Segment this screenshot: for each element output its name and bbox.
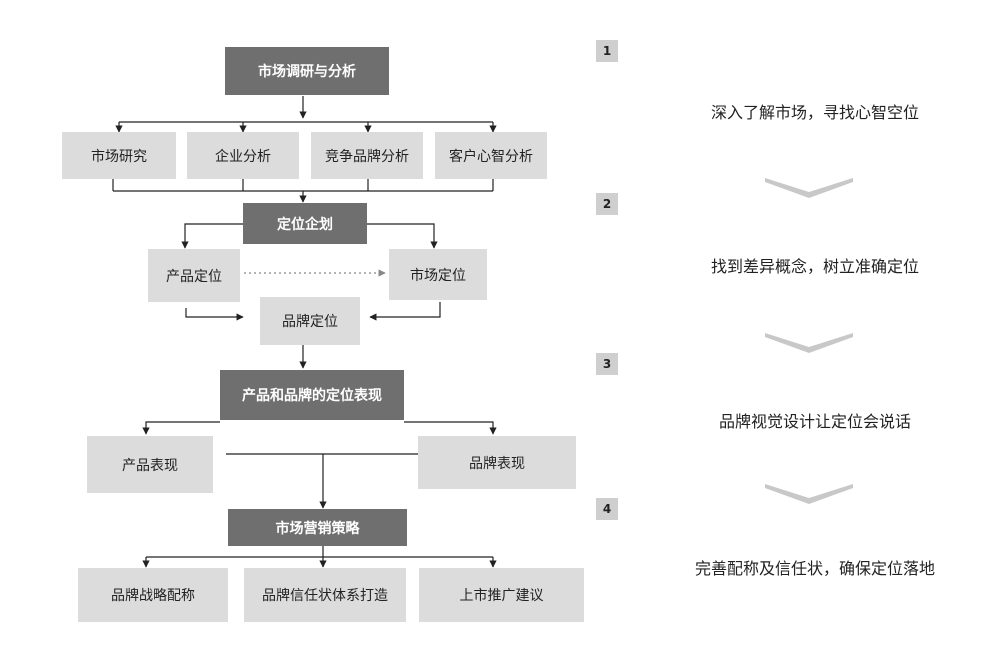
research-box-3: 竞争品牌分析 (311, 132, 423, 179)
product-expression-label: 产品表现 (122, 457, 178, 474)
arrow-to-market-positioning (367, 223, 438, 249)
step-description-2: 找到差异概念，树立准确定位 (710, 257, 919, 276)
brand-expression-box: 品牌表现 (418, 436, 576, 489)
strategy-label: 上市推广建议 (459, 588, 544, 604)
step1-title-box: 市场调研与分析 (225, 47, 389, 95)
step4-title: 市场营销策略 (275, 520, 360, 537)
step-number-2: 2 (596, 193, 618, 215)
step-number-4: 4 (596, 498, 618, 520)
strategy-box-3: 上市推广建议 (419, 568, 584, 622)
product-positioning-label: 产品定位 (166, 268, 222, 285)
step2-title-box: 定位企划 (243, 203, 367, 244)
research-box-1: 市场研究 (62, 132, 176, 179)
strategy-label: 品牌信任状体系打造 (262, 588, 388, 604)
step-number-1: 1 (596, 40, 618, 62)
step2-title: 定位企划 (277, 216, 333, 233)
step-description-4: 完善配称及信任状，确保定位落地 (694, 559, 935, 578)
chevron-down-icon (765, 333, 853, 353)
market-positioning-box: 市场定位 (389, 249, 487, 300)
step3-title: 产品和品牌的定位表现 (242, 388, 382, 404)
arrow-market-to-brand (369, 302, 441, 321)
arrow-product-to-brand (185, 308, 244, 321)
arrow-to-brand-expression (404, 421, 497, 435)
chevron-down-icon (765, 484, 853, 504)
brand-expression-label: 品牌表现 (469, 455, 525, 472)
step-description-3: 品牌视觉设计让定位会说话 (718, 412, 911, 431)
step-number-3: 3 (596, 353, 618, 375)
research-label: 竞争品牌分析 (325, 148, 409, 165)
research-label: 市场研究 (91, 148, 147, 165)
arrow-to-product-expression (142, 421, 220, 435)
step1-title: 市场调研与分析 (258, 64, 356, 80)
step-description-1: 深入了解市场，寻找心智空位 (710, 103, 919, 122)
brand-positioning-label: 品牌定位 (282, 314, 338, 330)
step4-title-box: 市场营销策略 (228, 509, 407, 546)
research-label: 客户心智分析 (449, 148, 533, 165)
arrow-to-product-positioning (181, 223, 243, 249)
research-box-4: 客户心智分析 (435, 132, 547, 179)
brand-positioning-box: 品牌定位 (260, 297, 360, 345)
research-label: 企业分析 (215, 148, 271, 165)
product-positioning-box: 产品定位 (148, 249, 240, 302)
strategy-box-2: 品牌信任状体系打造 (244, 568, 406, 622)
product-expression-box: 产品表现 (87, 436, 213, 493)
market-positioning-label: 市场定位 (410, 267, 466, 284)
research-box-2: 企业分析 (187, 132, 299, 179)
strategy-label: 品牌战略配称 (111, 588, 195, 604)
step3-title-box: 产品和品牌的定位表现 (220, 370, 404, 420)
chevron-down-icon (765, 178, 853, 198)
strategy-box-1: 品牌战略配称 (78, 568, 228, 622)
